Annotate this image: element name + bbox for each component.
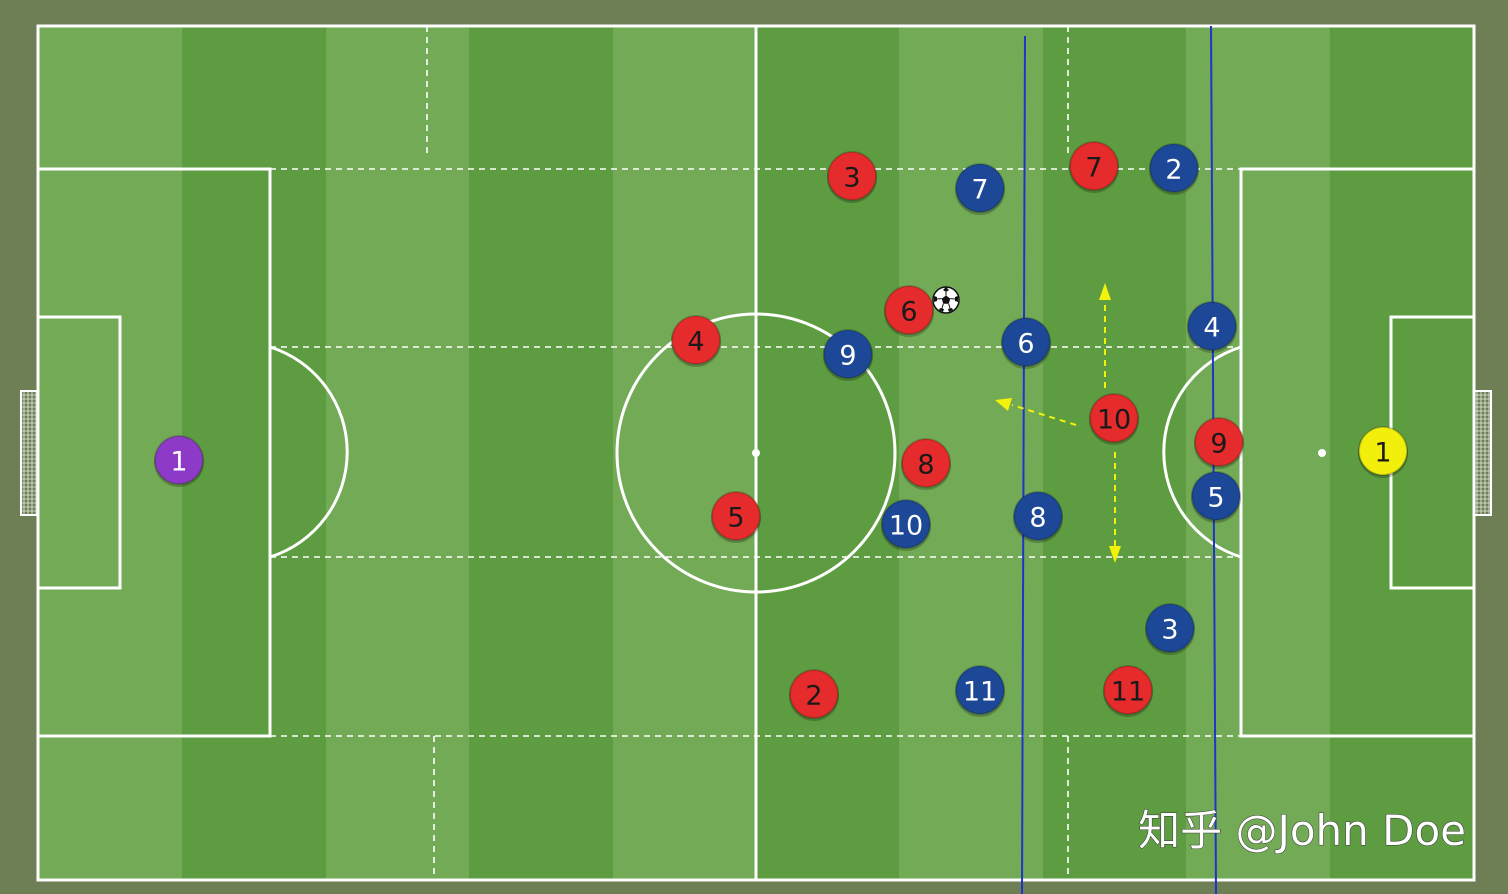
player-marker (711, 491, 761, 541)
red-team: 1 2 3 4 5 6 7 8 9 10 11 (154, 141, 1244, 721)
player-marker (154, 435, 204, 485)
pitch-markings (20, 24, 1492, 882)
player-marker (1089, 393, 1139, 443)
player-marker (955, 665, 1005, 715)
player-number: 5 (1207, 483, 1224, 514)
left-goal (20, 390, 39, 516)
player-marker (955, 163, 1005, 213)
player-marker (789, 669, 839, 719)
red-player-7[interactable]: 7 (1069, 141, 1119, 193)
player-marker (671, 315, 721, 365)
arrow-left-shaft (1011, 404, 1077, 426)
player-number: 11 (963, 677, 997, 708)
player-number: 1 (1374, 438, 1391, 469)
red-player-9[interactable]: 9 (1194, 417, 1244, 469)
blue-player-8[interactable]: 8 (1013, 491, 1063, 543)
player-marker (1069, 141, 1119, 191)
red-player-1-goalkeeper[interactable]: 1 (154, 435, 204, 487)
player-marker (1194, 417, 1244, 467)
player-marker (1187, 301, 1237, 351)
blue-team: 1 2 3 4 5 6 7 8 9 10 11 (823, 143, 1408, 717)
player-marker (1149, 143, 1199, 193)
red-player-10[interactable]: 10 (1089, 393, 1139, 445)
player-number: 8 (1029, 503, 1046, 534)
player-number: 6 (900, 297, 917, 328)
right-goal (1473, 390, 1492, 516)
arrow-down-icon (1109, 546, 1121, 563)
blue-player-2[interactable]: 2 (1149, 143, 1199, 195)
spots (752, 449, 1326, 457)
player-number: 7 (1085, 153, 1102, 184)
player-number: 4 (687, 327, 704, 358)
arrow-left-icon (995, 398, 1012, 411)
red-player-4[interactable]: 4 (671, 315, 721, 367)
player-marker (1191, 471, 1241, 521)
blue-player-4[interactable]: 4 (1187, 301, 1237, 353)
movement-arrows (995, 283, 1121, 563)
player-marker (884, 285, 934, 335)
player-number: 10 (889, 511, 923, 542)
player-number: 6 (1017, 329, 1034, 360)
player-number: 9 (839, 341, 856, 372)
red-player-5[interactable]: 5 (711, 491, 761, 543)
red-player-8[interactable]: 8 (901, 438, 951, 490)
blue-player-10[interactable]: 10 (881, 499, 931, 551)
center-circle (615, 312, 897, 594)
red-player-3[interactable]: 3 (827, 151, 877, 203)
player-marker (881, 499, 931, 549)
player-marker (1145, 603, 1195, 653)
goal-nets (21, 391, 1491, 515)
player-marker (1013, 491, 1063, 541)
blue-player-3[interactable]: 3 (1145, 603, 1195, 655)
defensive-line-midfield (1021, 35, 1026, 894)
watermark: 知乎 @John Doe (1138, 806, 1466, 855)
player-number: 4 (1203, 313, 1220, 344)
right-penalty-spot (1318, 449, 1326, 457)
player-marker (1001, 317, 1051, 367)
player-number: 3 (843, 163, 860, 194)
player-number: 5 (727, 503, 744, 534)
arrow-up-icon (1099, 283, 1111, 300)
player-number: 3 (1161, 615, 1178, 646)
left-penalty-arc (269, 345, 349, 559)
player-marker (823, 329, 873, 379)
player-number: 1 (170, 447, 187, 478)
right-penalty-arc (1162, 345, 1242, 559)
player-number: 11 (1111, 677, 1145, 708)
soccer-ball-icon[interactable] (932, 286, 960, 314)
grass-stripe (469, 26, 613, 880)
player-number: 9 (1210, 429, 1227, 460)
center-spot (752, 449, 760, 457)
player-number: 2 (805, 681, 822, 712)
player-marker (901, 438, 951, 488)
blue-player-6[interactable]: 6 (1001, 317, 1051, 369)
player-marker (1358, 426, 1408, 476)
blue-player-7[interactable]: 7 (955, 163, 1005, 215)
player-number: 2 (1165, 155, 1182, 186)
red-player-2[interactable]: 2 (789, 669, 839, 721)
blue-player-9[interactable]: 9 (823, 329, 873, 381)
zone-guides (270, 26, 1241, 880)
red-player-11[interactable]: 11 (1103, 665, 1153, 717)
player-number: 8 (917, 450, 934, 481)
blue-player-1-goalkeeper[interactable]: 1 (1358, 426, 1408, 478)
blue-player-11[interactable]: 11 (955, 665, 1005, 717)
grass-stripe (182, 26, 326, 880)
player-marker (1103, 665, 1153, 715)
player-marker (827, 151, 877, 201)
player-number: 10 (1097, 405, 1131, 436)
blue-player-5[interactable]: 5 (1191, 471, 1241, 523)
grass-stripe (756, 26, 899, 880)
red-player-6[interactable]: 6 (884, 285, 934, 337)
player-number: 7 (971, 175, 988, 206)
